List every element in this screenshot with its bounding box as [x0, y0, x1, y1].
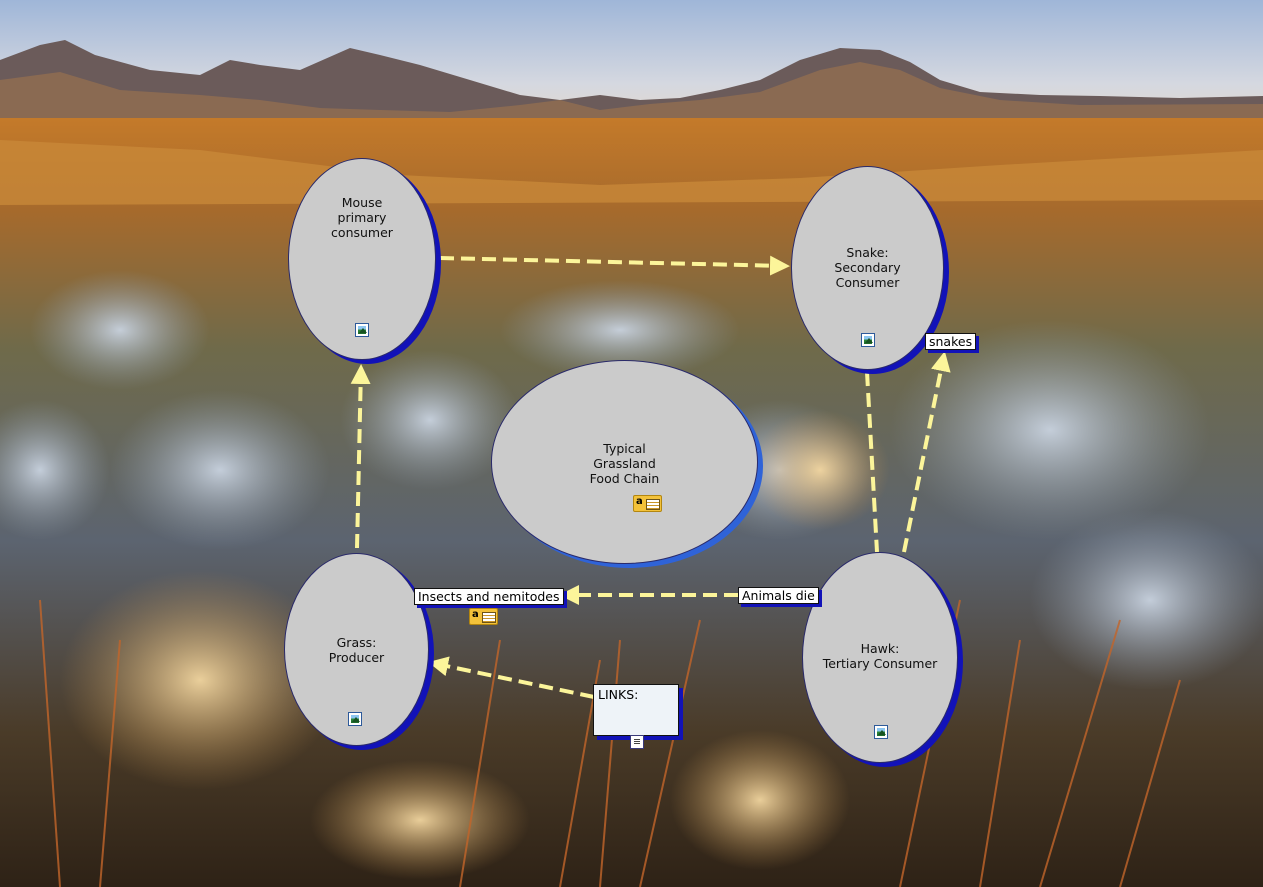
image-icon[interactable] — [861, 333, 875, 347]
node-grass-label: Grass: Producer — [291, 635, 422, 665]
center-node-label: Typical Grassland Food Chain — [498, 441, 751, 486]
node-hawk-label: Hawk: Tertiary Consumer — [809, 641, 951, 671]
image-icon[interactable] — [355, 323, 369, 337]
node-grass[interactable]: Grass: Producer — [284, 553, 429, 746]
node-snake[interactable]: Snake: Secondary Consumer — [791, 166, 944, 370]
document-icon[interactable] — [630, 735, 644, 749]
annotation-note-icon[interactable]: a — [469, 608, 498, 625]
node-mouse[interactable]: Mouse primary consumer — [288, 158, 436, 360]
link-label-animals-die[interactable]: Animals die — [738, 587, 819, 604]
center-node-typical-grassland-food-chain[interactable]: Typical Grassland Food Chain a — [491, 360, 758, 564]
links-box-label: LINKS: — [598, 687, 638, 702]
image-icon[interactable] — [874, 725, 888, 739]
image-icon[interactable] — [348, 712, 362, 726]
annotation-note-icon[interactable]: a — [633, 495, 662, 512]
links-box[interactable]: LINKS: — [593, 684, 679, 736]
node-hawk[interactable]: Hawk: Tertiary Consumer — [802, 552, 958, 763]
node-mouse-label: Mouse primary consumer — [295, 195, 429, 240]
link-label-snakes[interactable]: snakes — [925, 333, 976, 350]
link-label-insects-and-nemitodes[interactable]: Insects and nemitodes — [414, 588, 564, 605]
node-snake-label: Snake: Secondary Consumer — [798, 245, 937, 290]
